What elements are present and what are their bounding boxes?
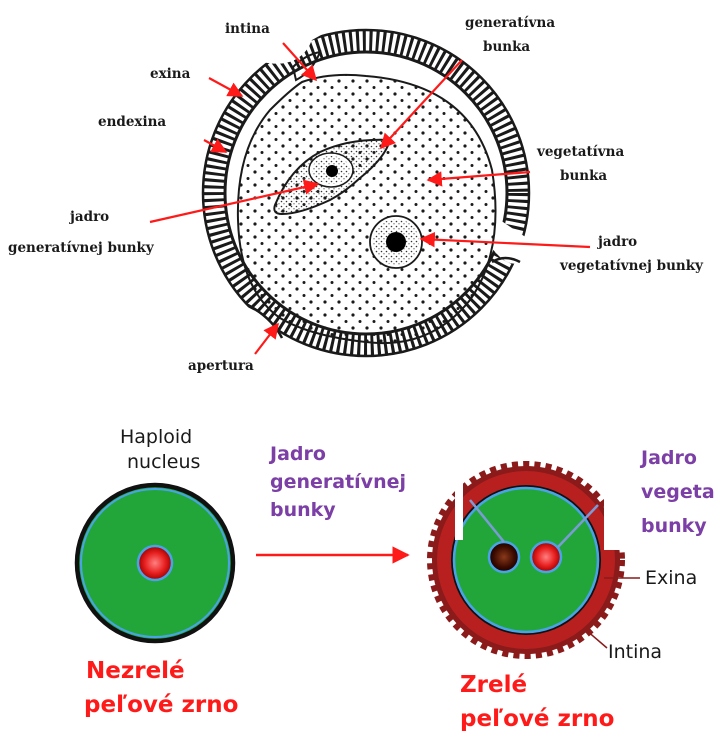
label-immature-1: Nezrelé (86, 658, 185, 684)
label-jadro-gen-b1: Jadro (268, 443, 326, 465)
label-jadro-gen-b2: generatívnej (270, 471, 406, 493)
haploid-nucleus (138, 546, 172, 580)
label-haploid-2: nucleus (127, 451, 200, 473)
label-jadro-veg-b2: vegeta (641, 481, 714, 503)
label-endexina: endexina (98, 114, 166, 130)
immature-pollen-grain (77, 485, 233, 641)
label-intina: intina (225, 21, 270, 37)
generative-nucleus (489, 542, 519, 572)
label-exina-b: Exina (645, 567, 697, 589)
label-jadro-veg-b1: Jadro (639, 447, 697, 469)
label-exina: exina (150, 66, 191, 82)
label-jadro-veg-2: vegetatívnej bunky (559, 258, 704, 274)
vegetative-nucleus-colored (531, 542, 561, 572)
label-jadro-veg-1: jadro (597, 234, 637, 250)
label-haploid-1: Haploid (120, 426, 192, 448)
label-intina-b: Intina (608, 641, 662, 663)
label-mature-1: Zrelé (460, 672, 527, 698)
label-immature-2: peľové zrno (84, 692, 238, 718)
label-generativna-1: generatívna (465, 15, 555, 31)
label-jadro-gen-b3: bunky (270, 499, 336, 521)
label-apertura: apertura (188, 358, 254, 374)
vegetative-nucleus (370, 216, 422, 268)
label-generativna-2: bunka (483, 39, 530, 55)
label-vegetativna-1: vegetatívna (536, 144, 624, 160)
label-mature-2: peľové zrno (460, 706, 614, 732)
top-pollen-grain (203, 20, 530, 360)
label-vegetativna-2: bunka (560, 168, 607, 184)
label-jadro-gen-2: generatívnej bunky (8, 240, 155, 256)
label-jadro-gen-1: jadro (69, 209, 109, 225)
label-jadro-veg-b3: bunky (641, 515, 707, 537)
